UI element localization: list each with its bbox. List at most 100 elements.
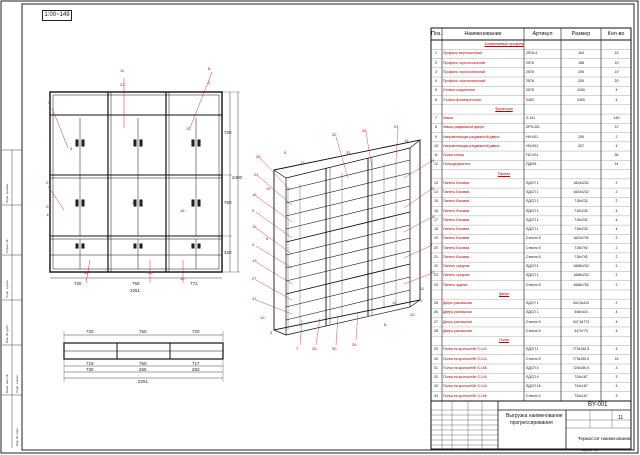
spec-qty: 2 <box>615 236 618 241</box>
spec-qty: 4 <box>615 208 618 213</box>
front-callout: 15 <box>186 126 191 131</box>
plan-dim-overall: 2251 <box>138 379 149 384</box>
title-block <box>430 400 632 450</box>
spec-article: ЛДСП 1 <box>526 347 539 352</box>
spec-name: Панель средняя <box>443 273 470 278</box>
spec-size: 2400 <box>577 88 585 93</box>
iso-callout: 4 <box>252 242 255 247</box>
spec-pos: 17 <box>434 217 438 222</box>
iso-callout: 25 <box>312 346 317 351</box>
spec-pos: 7 <box>435 116 437 121</box>
scale-label: 1:00~149 <box>42 10 72 21</box>
spec-qty: 2 <box>615 190 618 195</box>
spec-qty: 4 <box>615 88 618 93</box>
sheet-total: 11 <box>618 415 624 421</box>
spec-article: ЛДСП 1 <box>526 301 539 306</box>
front-callout: 27 <box>120 82 125 87</box>
iso-callout: 3 <box>270 330 273 335</box>
iso-callout: 22 <box>430 186 435 191</box>
spec-pos: 6 <box>435 97 437 102</box>
spec-size: 715x792 <box>574 254 588 259</box>
spec-name: Замок раздвижной двери <box>443 125 485 130</box>
spec-qty: 3 <box>615 365 618 370</box>
spec-article: Стекло 5 <box>526 254 541 259</box>
spec-name: Панель боковая <box>443 190 470 195</box>
spec-name: Панель задняя <box>443 282 468 287</box>
front-callout: 24 <box>46 204 51 209</box>
spec-size: 346x410 <box>574 310 588 315</box>
spec-qty: 3 <box>615 384 618 389</box>
front-callout: 11 <box>120 68 125 73</box>
spec-qty: 3 <box>615 347 618 352</box>
spec-size: 207 <box>578 143 584 148</box>
spec-article: ЛДСП 4 <box>526 365 539 370</box>
spec-article: ЛДСП 1 <box>526 208 539 213</box>
spec-pos: 5 <box>435 88 437 93</box>
spec-size: 715x232 <box>574 227 588 232</box>
spec-size: 715x232 <box>574 208 588 213</box>
sidebar-label: Справ. № <box>5 239 9 253</box>
front-callout: 9 <box>48 100 51 105</box>
spec-name: Профиль горизонтальный <box>443 79 486 84</box>
spec-section-title: Алюминиевые профили <box>484 42 524 46</box>
spec-name: Дверь распашная <box>443 328 472 333</box>
spec-pos: 10 <box>434 143 438 148</box>
front-callout: 4 <box>132 200 135 205</box>
spec-size: 715x232 <box>574 199 588 204</box>
spec-pos: 25 <box>434 301 438 306</box>
iso-callout: 18 <box>430 214 435 219</box>
spec-section-row: Полки <box>431 336 631 345</box>
spec-pos: 13 <box>434 180 438 185</box>
spec-article: 2576 <box>526 79 534 84</box>
iso-callout: 19 <box>266 186 271 191</box>
spec-size: 724x167 <box>574 393 588 398</box>
spec-pos: 15 <box>434 199 438 204</box>
iso-callout: 8 <box>384 322 387 327</box>
spec-size: 1668x232 <box>573 273 589 278</box>
spec-article: ЛДСП 1 <box>526 227 539 232</box>
spec-pos: 4 <box>435 79 437 84</box>
spec-pos: 8 <box>435 125 437 130</box>
spec-article: ЛДСП 1 <box>526 217 539 222</box>
spec-size: 205 <box>578 69 584 74</box>
spec-qty: 2 <box>615 282 618 287</box>
spec-header-pos: Поз. <box>431 31 442 37</box>
front-callout: 2 <box>208 80 211 85</box>
spec-header-size: Размер <box>571 31 591 37</box>
spec-size: 342,5x410 <box>572 301 590 306</box>
drawing-title-line-2: прогрессирования <box>510 420 553 426</box>
plan-dim-bottom2-3: 253 <box>192 367 200 372</box>
spec-article: ЛДСП 1 <box>526 273 539 278</box>
spec-name: Панель боковая <box>443 180 470 185</box>
spec-size: 724x150,5 <box>572 365 590 370</box>
spec-size: 2400 <box>577 97 585 102</box>
spec-header-qty: Кол-во <box>607 31 625 37</box>
iso-callout: 27 <box>252 276 257 281</box>
spec-pos: 9 <box>435 134 437 139</box>
spec-section-row: Панели <box>431 170 631 179</box>
spec-article: ЛДСП 1 <box>526 199 539 204</box>
spec-size: 206 <box>578 134 584 139</box>
iso-callout: 29 <box>352 342 357 347</box>
front-callout: 14 <box>46 212 51 217</box>
spec-size: 158 <box>578 60 584 65</box>
iso-callout: 10 <box>260 315 265 320</box>
iso-callout: 9 <box>252 208 255 213</box>
spec-name: Стойка промежуточная <box>443 97 481 102</box>
iso-callout: 11 <box>420 286 425 291</box>
sidebar-label: Подп. и дата <box>15 375 19 393</box>
